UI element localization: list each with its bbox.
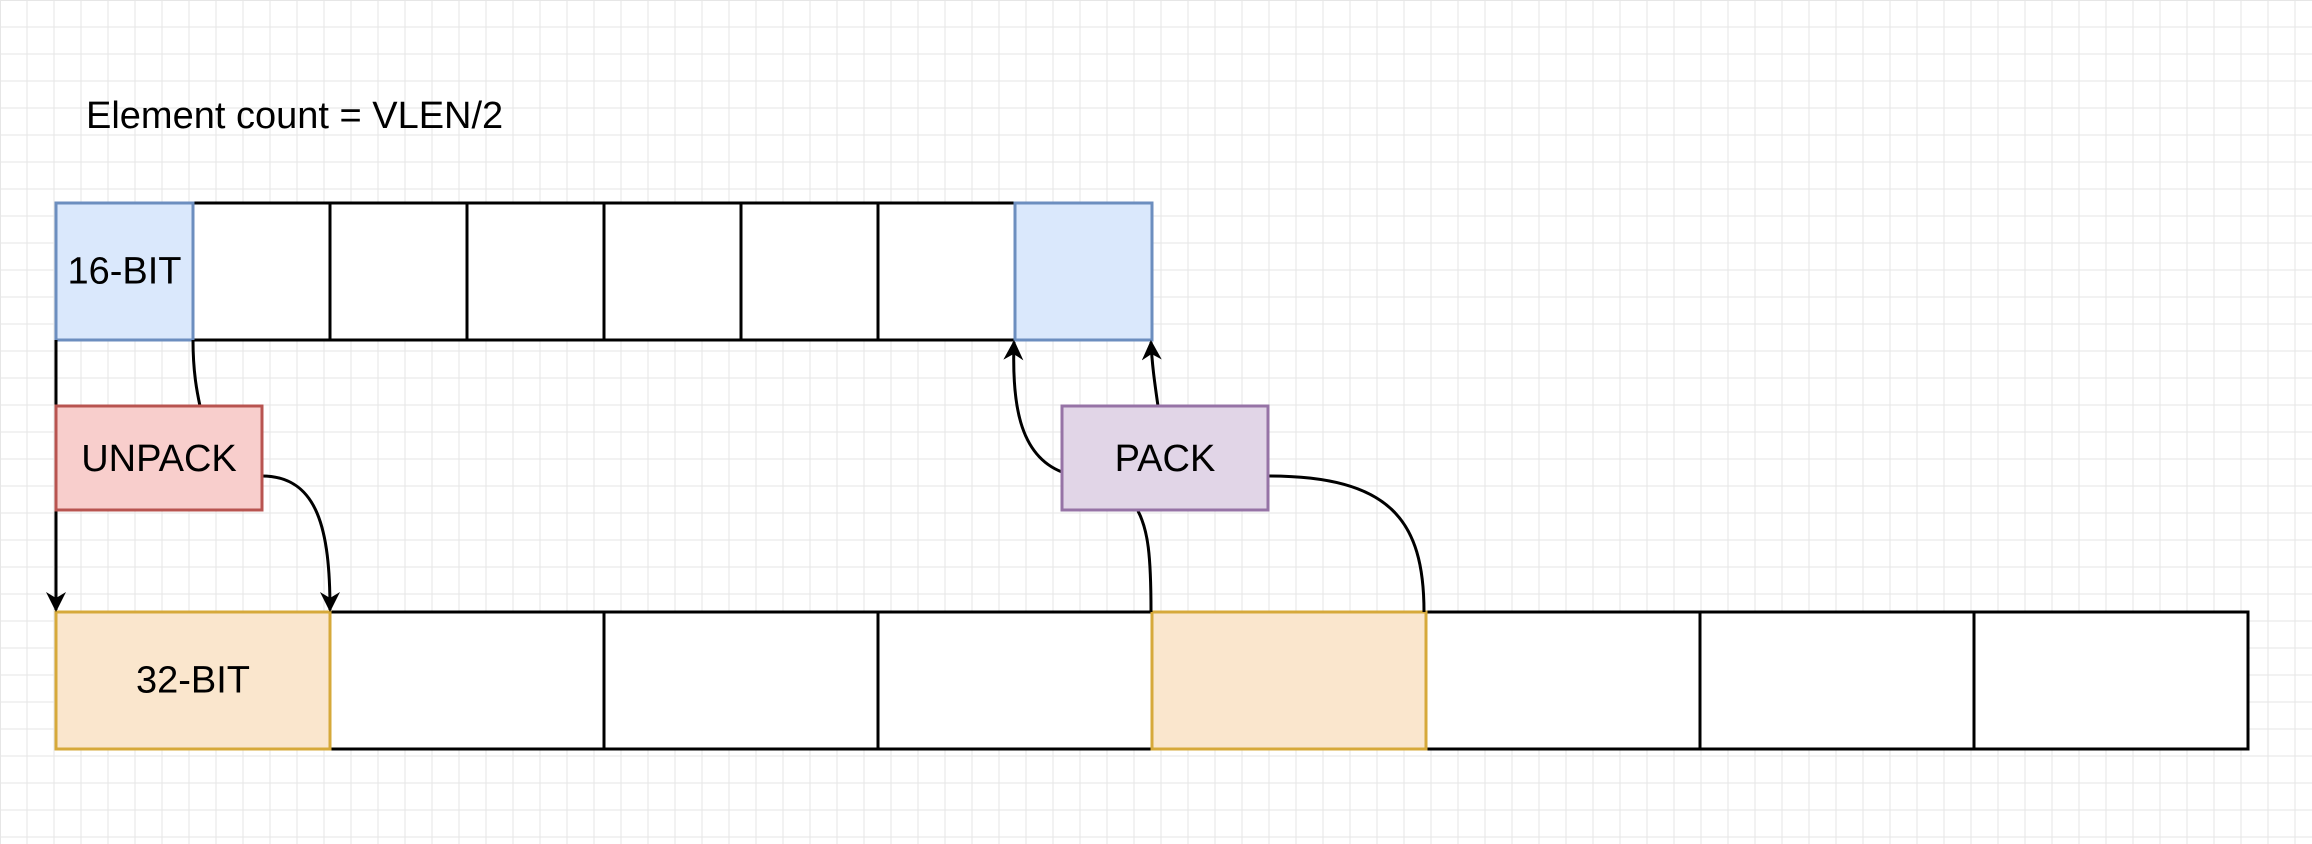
row-32-bit-cell bbox=[54, 610, 332, 751]
unpack-arrow-right bbox=[261, 474, 340, 612]
unpack-box: UNPACK bbox=[54, 404, 264, 512]
pack-arrow-left bbox=[1003, 340, 1063, 474]
connector-lines bbox=[46, 339, 1426, 613]
row-16-bit-cell bbox=[328, 201, 469, 342]
row-16-bit-label: 16-BIT bbox=[67, 251, 181, 293]
row-16-bit-cell bbox=[191, 201, 332, 342]
pack-label: PACK bbox=[1115, 438, 1216, 480]
row-32-bit: 32-BIT bbox=[54, 610, 2250, 751]
unpack-input-line bbox=[191, 339, 202, 407]
row-16-bit-cell bbox=[465, 201, 606, 342]
row-16-bit-cell bbox=[1013, 201, 1154, 342]
pack-arrow-right bbox=[1141, 340, 1162, 407]
row-32-bit-cell bbox=[1698, 610, 1976, 751]
pack-box: PACK bbox=[1060, 404, 1270, 512]
unpack-label: UNPACK bbox=[81, 438, 237, 480]
row-16-bit-cell bbox=[739, 201, 880, 342]
row-32-bit-cell bbox=[1972, 610, 2250, 751]
unpack-box-rect bbox=[54, 404, 264, 512]
row-16-bit-cell bbox=[876, 201, 1017, 342]
row-16-bit: 16-BIT bbox=[54, 201, 1154, 342]
row-16-bit-cell bbox=[602, 201, 743, 342]
row-32-bit-cell bbox=[1150, 610, 1428, 751]
row-32-bit-cell bbox=[328, 610, 606, 751]
row-32-bit-cell bbox=[602, 610, 880, 751]
row-32-bit-cell bbox=[1424, 610, 1702, 751]
pack-input-right bbox=[1267, 474, 1426, 613]
caption-text: Element count = VLEN/2 bbox=[86, 95, 503, 137]
pack-box-rect bbox=[1060, 404, 1270, 512]
row-16-bit-cell bbox=[54, 201, 195, 342]
pack-input-left bbox=[1136, 510, 1153, 613]
row-32-bit-label: 32-BIT bbox=[136, 660, 250, 702]
row-32-bit-cell bbox=[876, 610, 1154, 751]
